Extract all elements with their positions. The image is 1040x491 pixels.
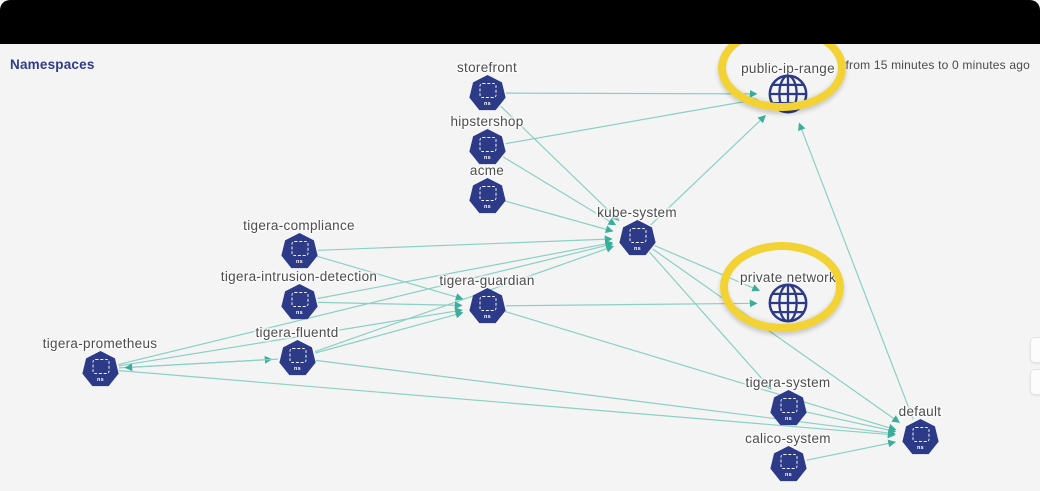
namespace-badge: ns <box>483 204 492 210</box>
edge-tigera-fluentd-to-tigera-guardian[interactable] <box>315 310 464 354</box>
edge-tigera-compliance-to-tigera-guardian[interactable] <box>317 255 464 301</box>
namespace-dashed-square <box>291 241 308 256</box>
namespace-heptagon-icon[interactable]: ns <box>619 220 656 256</box>
node-label-tigera-prometheus: tigera-prometheus <box>42 336 158 351</box>
edge-hipstershop-to-kube-system[interactable] <box>502 156 617 226</box>
node-label-tigera-intrusion-detection: tigera-intrusion-detection <box>220 269 378 284</box>
node-label-kube-system: kube-system <box>597 205 677 220</box>
node-label-hipstershop: hipstershop <box>450 114 524 129</box>
namespace-heptagon-icon[interactable]: ns <box>279 340 316 376</box>
namespace-dashed-square <box>479 296 496 311</box>
namespace-dashed-square <box>479 83 496 98</box>
namespace-heptagon-icon[interactable]: ns <box>281 233 318 269</box>
side-panel-handle-top[interactable] <box>1030 337 1040 363</box>
namespace-badge: ns <box>293 366 302 372</box>
globe-icon[interactable] <box>765 71 811 117</box>
node-label-private-network: private network <box>739 270 837 285</box>
node-label-acme: acme <box>469 163 505 178</box>
edge-calico-system-to-default[interactable] <box>806 439 897 461</box>
node-label-calico-system: calico-system <box>745 431 831 446</box>
edge-acme-to-kube-system[interactable] <box>505 200 614 234</box>
node-label-tigera-guardian: tigera-guardian <box>439 273 535 288</box>
namespace-dashed-square <box>479 186 496 201</box>
side-panel-handle-bottom[interactable] <box>1030 369 1040 395</box>
namespace-dashed-square <box>912 427 929 442</box>
namespace-heptagon-icon[interactable]: ns <box>469 129 506 165</box>
edge-tigera-guardian-to-default[interactable] <box>505 310 897 432</box>
namespace-badge: ns <box>483 101 492 107</box>
namespace-badge: ns <box>483 314 492 320</box>
globe-icon[interactable] <box>765 280 811 326</box>
edge-tigera-fluentd-to-tigera-prometheus[interactable] <box>124 358 279 372</box>
namespace-heptagon-icon[interactable]: ns <box>281 284 318 320</box>
namespace-dashed-square <box>780 454 797 469</box>
time-range-label: from 15 minutes to 0 minutes ago <box>845 58 1030 72</box>
namespace-heptagon-icon[interactable]: ns <box>770 446 807 482</box>
edge-tigera-fluentd-to-kube-system[interactable] <box>314 245 614 353</box>
node-label-storefront: storefront <box>456 60 518 75</box>
graph-header: Namespaces from 15 minutes to 0 minutes … <box>0 44 1040 76</box>
edge-tigera-prometheus-to-default[interactable] <box>118 370 896 439</box>
namespace-badge: ns <box>784 416 793 422</box>
node-label-default: default <box>898 404 942 419</box>
namespace-dashed-square <box>479 137 496 152</box>
namespace-heptagon-icon[interactable]: ns <box>82 351 119 387</box>
node-label-tigera-system: tigera-system <box>745 375 831 390</box>
edge-kube-system-to-private-network[interactable] <box>654 244 761 292</box>
namespace-heptagon-icon[interactable]: ns <box>902 419 939 455</box>
edge-tigera-intrusion-detection-to-kube-system[interactable] <box>317 240 614 300</box>
edge-tigera-prometheus-to-kube-system[interactable] <box>118 241 614 366</box>
namespace-badge: ns <box>633 246 642 252</box>
namespace-heptagon-icon[interactable]: ns <box>469 288 506 324</box>
window-top-bar <box>0 0 1040 44</box>
namespace-badge: ns <box>295 310 304 316</box>
edge-tigera-compliance-to-kube-system[interactable] <box>317 235 613 251</box>
edge-storefront-to-public-ip-range[interactable] <box>505 89 758 98</box>
edge-default-to-public-ip-range[interactable] <box>798 122 914 420</box>
node-label-tigera-compliance: tigera-compliance <box>243 218 355 233</box>
namespace-badge: ns <box>295 259 304 265</box>
edge-hipstershop-to-public-ip-range[interactable] <box>505 96 759 145</box>
view-title: Namespaces <box>10 57 95 72</box>
edge-kube-system-to-public-ip-range[interactable] <box>650 115 766 226</box>
edge-tigera-intrusion-detection-to-tigera-guardian[interactable] <box>317 301 463 310</box>
namespace-heptagon-icon[interactable]: ns <box>469 75 506 111</box>
namespace-dashed-square <box>291 292 308 307</box>
namespace-dashed-square <box>780 398 797 413</box>
edge-tigera-guardian-to-private-network[interactable] <box>505 299 758 308</box>
edge-kube-system-to-tigera-system[interactable] <box>649 251 772 390</box>
namespace-heptagon-icon[interactable]: ns <box>469 178 506 214</box>
edge-tigera-prometheus-to-tigera-guardian[interactable] <box>118 307 463 367</box>
namespace-heptagon-icon[interactable]: ns <box>770 390 807 426</box>
namespace-badge: ns <box>916 445 925 451</box>
namespace-badge: ns <box>784 472 793 478</box>
edge-kube-system-to-default[interactable] <box>652 248 900 423</box>
edge-storefront-to-kube-system[interactable] <box>500 105 620 221</box>
namespace-dashed-square <box>92 359 109 374</box>
node-label-tigera-fluentd: tigera-fluentd <box>255 325 339 340</box>
namespace-dashed-square <box>289 348 306 363</box>
namespace-dashed-square <box>629 228 646 243</box>
namespace-badge: ns <box>483 155 492 161</box>
node-label-public-ip-range: public-ip-range <box>741 61 835 76</box>
edge-tigera-system-to-default[interactable] <box>806 411 897 434</box>
namespace-badge: ns <box>96 377 105 383</box>
